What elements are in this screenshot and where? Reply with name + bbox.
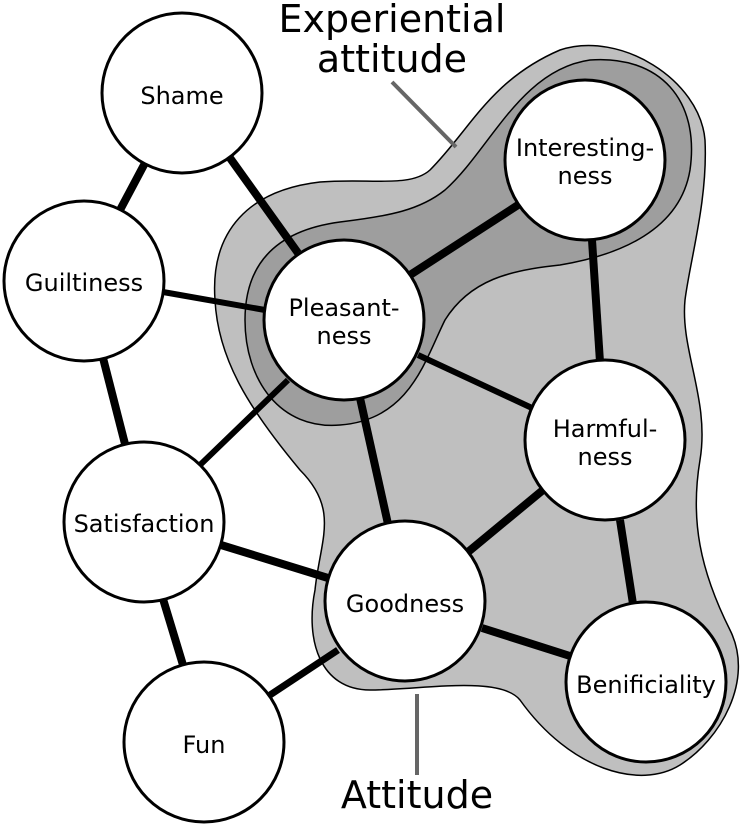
node-shame-circle	[100, 11, 264, 175]
experiential-callout-line2: attitude	[317, 37, 467, 81]
node-guiltiness-label: Guiltiness	[25, 269, 143, 297]
edge-shame-guiltiness	[116, 161, 149, 212]
edges	[99, 155, 637, 698]
edge-harmfulness-goodness	[465, 486, 546, 556]
node-interestingness-circle	[503, 78, 667, 242]
edge-pleasantness-interestingness	[407, 201, 521, 279]
node-harmfulness: Harmful- ness	[523, 358, 687, 522]
node-satisfaction: Satisfaction	[62, 440, 226, 604]
node-fun-label: Fun	[183, 731, 226, 759]
node-fun-circle	[122, 660, 286, 824]
edge-pleasantness-goodness	[356, 397, 392, 525]
edge-satisfaction-goodness	[219, 541, 330, 582]
edge-harmfulness-beneficiality	[616, 519, 637, 605]
experiential-callout-line1: Experiential	[279, 0, 506, 41]
node-beneficiality-label: Benificiality	[576, 671, 716, 699]
node-pleasantness-label-line1: Pleasant-	[288, 294, 399, 322]
edge-guiltiness-pleasantness	[162, 289, 266, 313]
experiential-callout-line	[390, 80, 458, 149]
edge-satisfaction-pleasantness	[197, 377, 291, 468]
node-beneficiality: Benificiality	[564, 600, 728, 764]
edge-fun-goodness	[268, 647, 340, 698]
node-pleasantness-label-line2: ness	[317, 322, 372, 350]
node-shame-label: Shame	[140, 82, 223, 110]
node-beneficiality-circle	[564, 600, 728, 764]
edge-guiltiness-satisfaction	[99, 357, 129, 445]
node-harmfulness-label-line2: ness	[578, 443, 633, 471]
node-guiltiness: Guiltiness	[2, 199, 166, 363]
node-satisfaction-label: Satisfaction	[74, 510, 215, 538]
node-goodness: Goodness	[323, 519, 487, 683]
edge-satisfaction-fun	[159, 597, 187, 667]
node-harmfulness-circle	[523, 358, 687, 522]
node-interestingness: Interesting- ness	[503, 78, 667, 242]
node-harmfulness-label-line1: Harmful-	[553, 415, 658, 443]
node-guiltiness-circle	[2, 199, 166, 363]
edge-pleasantness-harmfulness	[416, 352, 534, 411]
attitude-callout-label: Attitude	[341, 773, 493, 817]
node-interestingness-label-line1: Interesting-	[516, 134, 654, 162]
edge-shame-pleasantness	[226, 155, 302, 256]
node-pleasantness: Pleasant- ness	[262, 238, 426, 402]
node-shame: Shame	[100, 11, 264, 175]
edge-interestingness-harmfulness	[588, 239, 604, 363]
node-satisfaction-circle	[62, 440, 226, 604]
node-pleasantness-circle	[262, 238, 426, 402]
node-goodness-label: Goodness	[346, 590, 464, 618]
node-interestingness-label-line2: ness	[558, 162, 613, 190]
edge-goodness-beneficiality	[480, 624, 572, 660]
node-fun: Fun	[122, 660, 286, 824]
node-goodness-circle	[323, 519, 487, 683]
